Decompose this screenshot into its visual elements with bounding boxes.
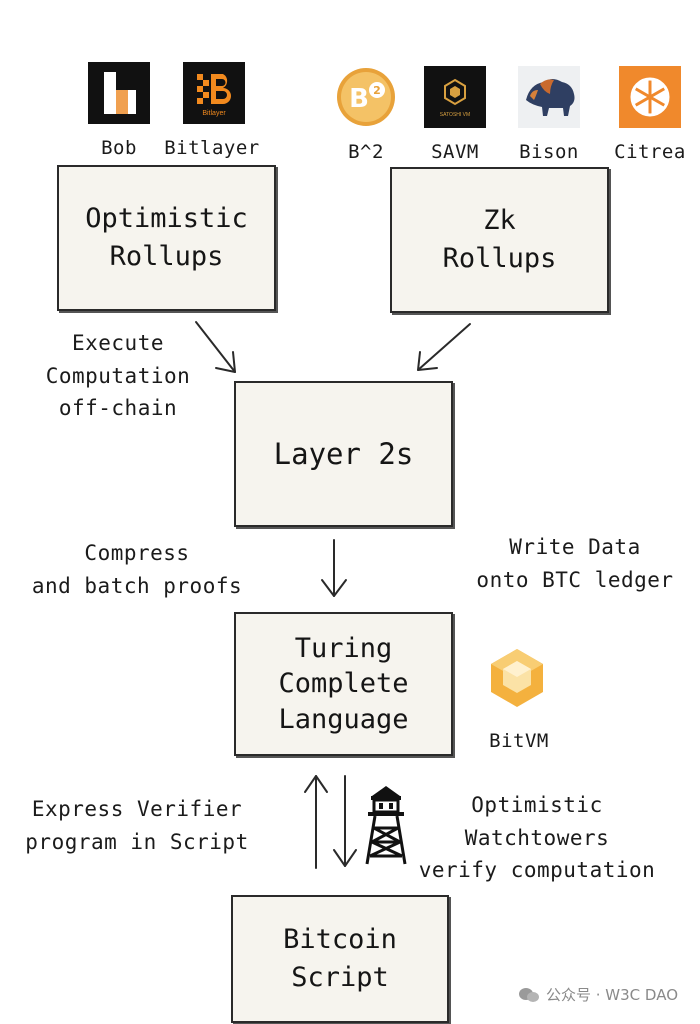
note-watchtowers-line-1: Optimistic (471, 793, 603, 817)
watermark-text: 公众号 · W3C DAO (545, 986, 678, 1004)
note-watchtowers-line-2: Watchtowers (464, 825, 610, 850)
turing-line-2: Complete (278, 668, 409, 700)
arrow-optimistic-to-layer2 (195, 321, 236, 373)
arrow-bitcoin-to-turing-head (304, 775, 328, 793)
note-watchtowers: Optimistic Watchtowers verify computatio… (408, 789, 666, 887)
note-watchtowers-line-3: verify computation (418, 858, 656, 883)
zk-rollups-line-1: Zk (483, 205, 516, 237)
note-express-line-1: Express Verifier (31, 797, 243, 821)
arrow-zk-to-layer2-head (417, 351, 438, 371)
savm-logo-icon: SATOSHI VM (424, 66, 486, 128)
bitlayer-wordmark: Bitlayer (202, 110, 226, 117)
bison-logo-icon (518, 66, 580, 128)
note-compress-line-1: Compress (84, 541, 190, 565)
bitlayer-logo-icon: Bitlayer (183, 62, 245, 124)
bitlayer-label: Bitlayer (164, 137, 260, 159)
note-execute-line-2: Computation (45, 363, 191, 388)
note-compress-batch: Compress and batch proofs (12, 537, 262, 602)
note-execute-offchain: Execute Computation off-chain (18, 327, 218, 425)
note-express-verifier: Express Verifier program in Script (4, 793, 270, 858)
arrow-turing-to-bitcoin-head (333, 849, 357, 867)
optimistic-rollups-line-2: Rollups (109, 241, 224, 272)
layer2s-box: Layer 2s (234, 381, 453, 527)
bitvm-logo-icon (484, 645, 550, 711)
b2-label: B^2 (348, 141, 384, 163)
note-execute-line-3: off-chain (58, 396, 178, 421)
bitcoin-script-line-1: Bitcoin (283, 924, 397, 956)
watchtower-icon (363, 784, 409, 866)
optimistic-rollups-box: Optimistic Rollups (57, 165, 276, 311)
note-write-line-2: onto BTC ledger (476, 567, 674, 592)
citrea-label: Citrea (614, 141, 686, 163)
bison-label: Bison (519, 141, 579, 163)
wechat-icon (518, 987, 540, 1003)
bitvm-label: BitVM (489, 730, 549, 752)
svg-text:B: B (349, 84, 369, 114)
note-execute-line-1: Execute (71, 331, 164, 355)
arrow-optimistic-to-layer2-head (215, 351, 236, 373)
note-express-line-2: program in Script (25, 829, 249, 854)
note-compress-line-2: and batch proofs (31, 573, 243, 598)
arrow-zk-to-layer2 (417, 323, 471, 371)
note-write-data: Write Data onto BTC ledger (455, 531, 695, 596)
b2-logo-icon: B 2 (335, 66, 397, 128)
bitcoin-script-line-2: Script (291, 962, 389, 993)
turing-line-1: Turing (294, 633, 393, 665)
savm-label: SAVM (431, 141, 479, 163)
watermark: 公众号 · W3C DAO (518, 984, 678, 1005)
bob-logo-icon (88, 62, 150, 124)
arrow-layer2-to-turing-head (321, 579, 347, 597)
savm-wordmark: SATOSHI VM (439, 112, 471, 118)
svg-text:2: 2 (373, 84, 381, 97)
zk-rollups-box: Zk Rollups (390, 167, 609, 313)
turing-complete-language-box: Turing Complete Language (234, 612, 453, 756)
turing-line-3: Language (278, 703, 409, 735)
layer2s-line-1: Layer 2s (273, 436, 414, 471)
optimistic-rollups-line-1: Optimistic (85, 203, 248, 235)
bob-label: Bob (101, 137, 137, 159)
bitcoin-script-box: Bitcoin Script (231, 895, 449, 1023)
note-write-line-1: Write Data (509, 535, 641, 559)
citrea-logo-icon (619, 66, 681, 128)
zk-rollups-line-2: Rollups (442, 243, 557, 274)
